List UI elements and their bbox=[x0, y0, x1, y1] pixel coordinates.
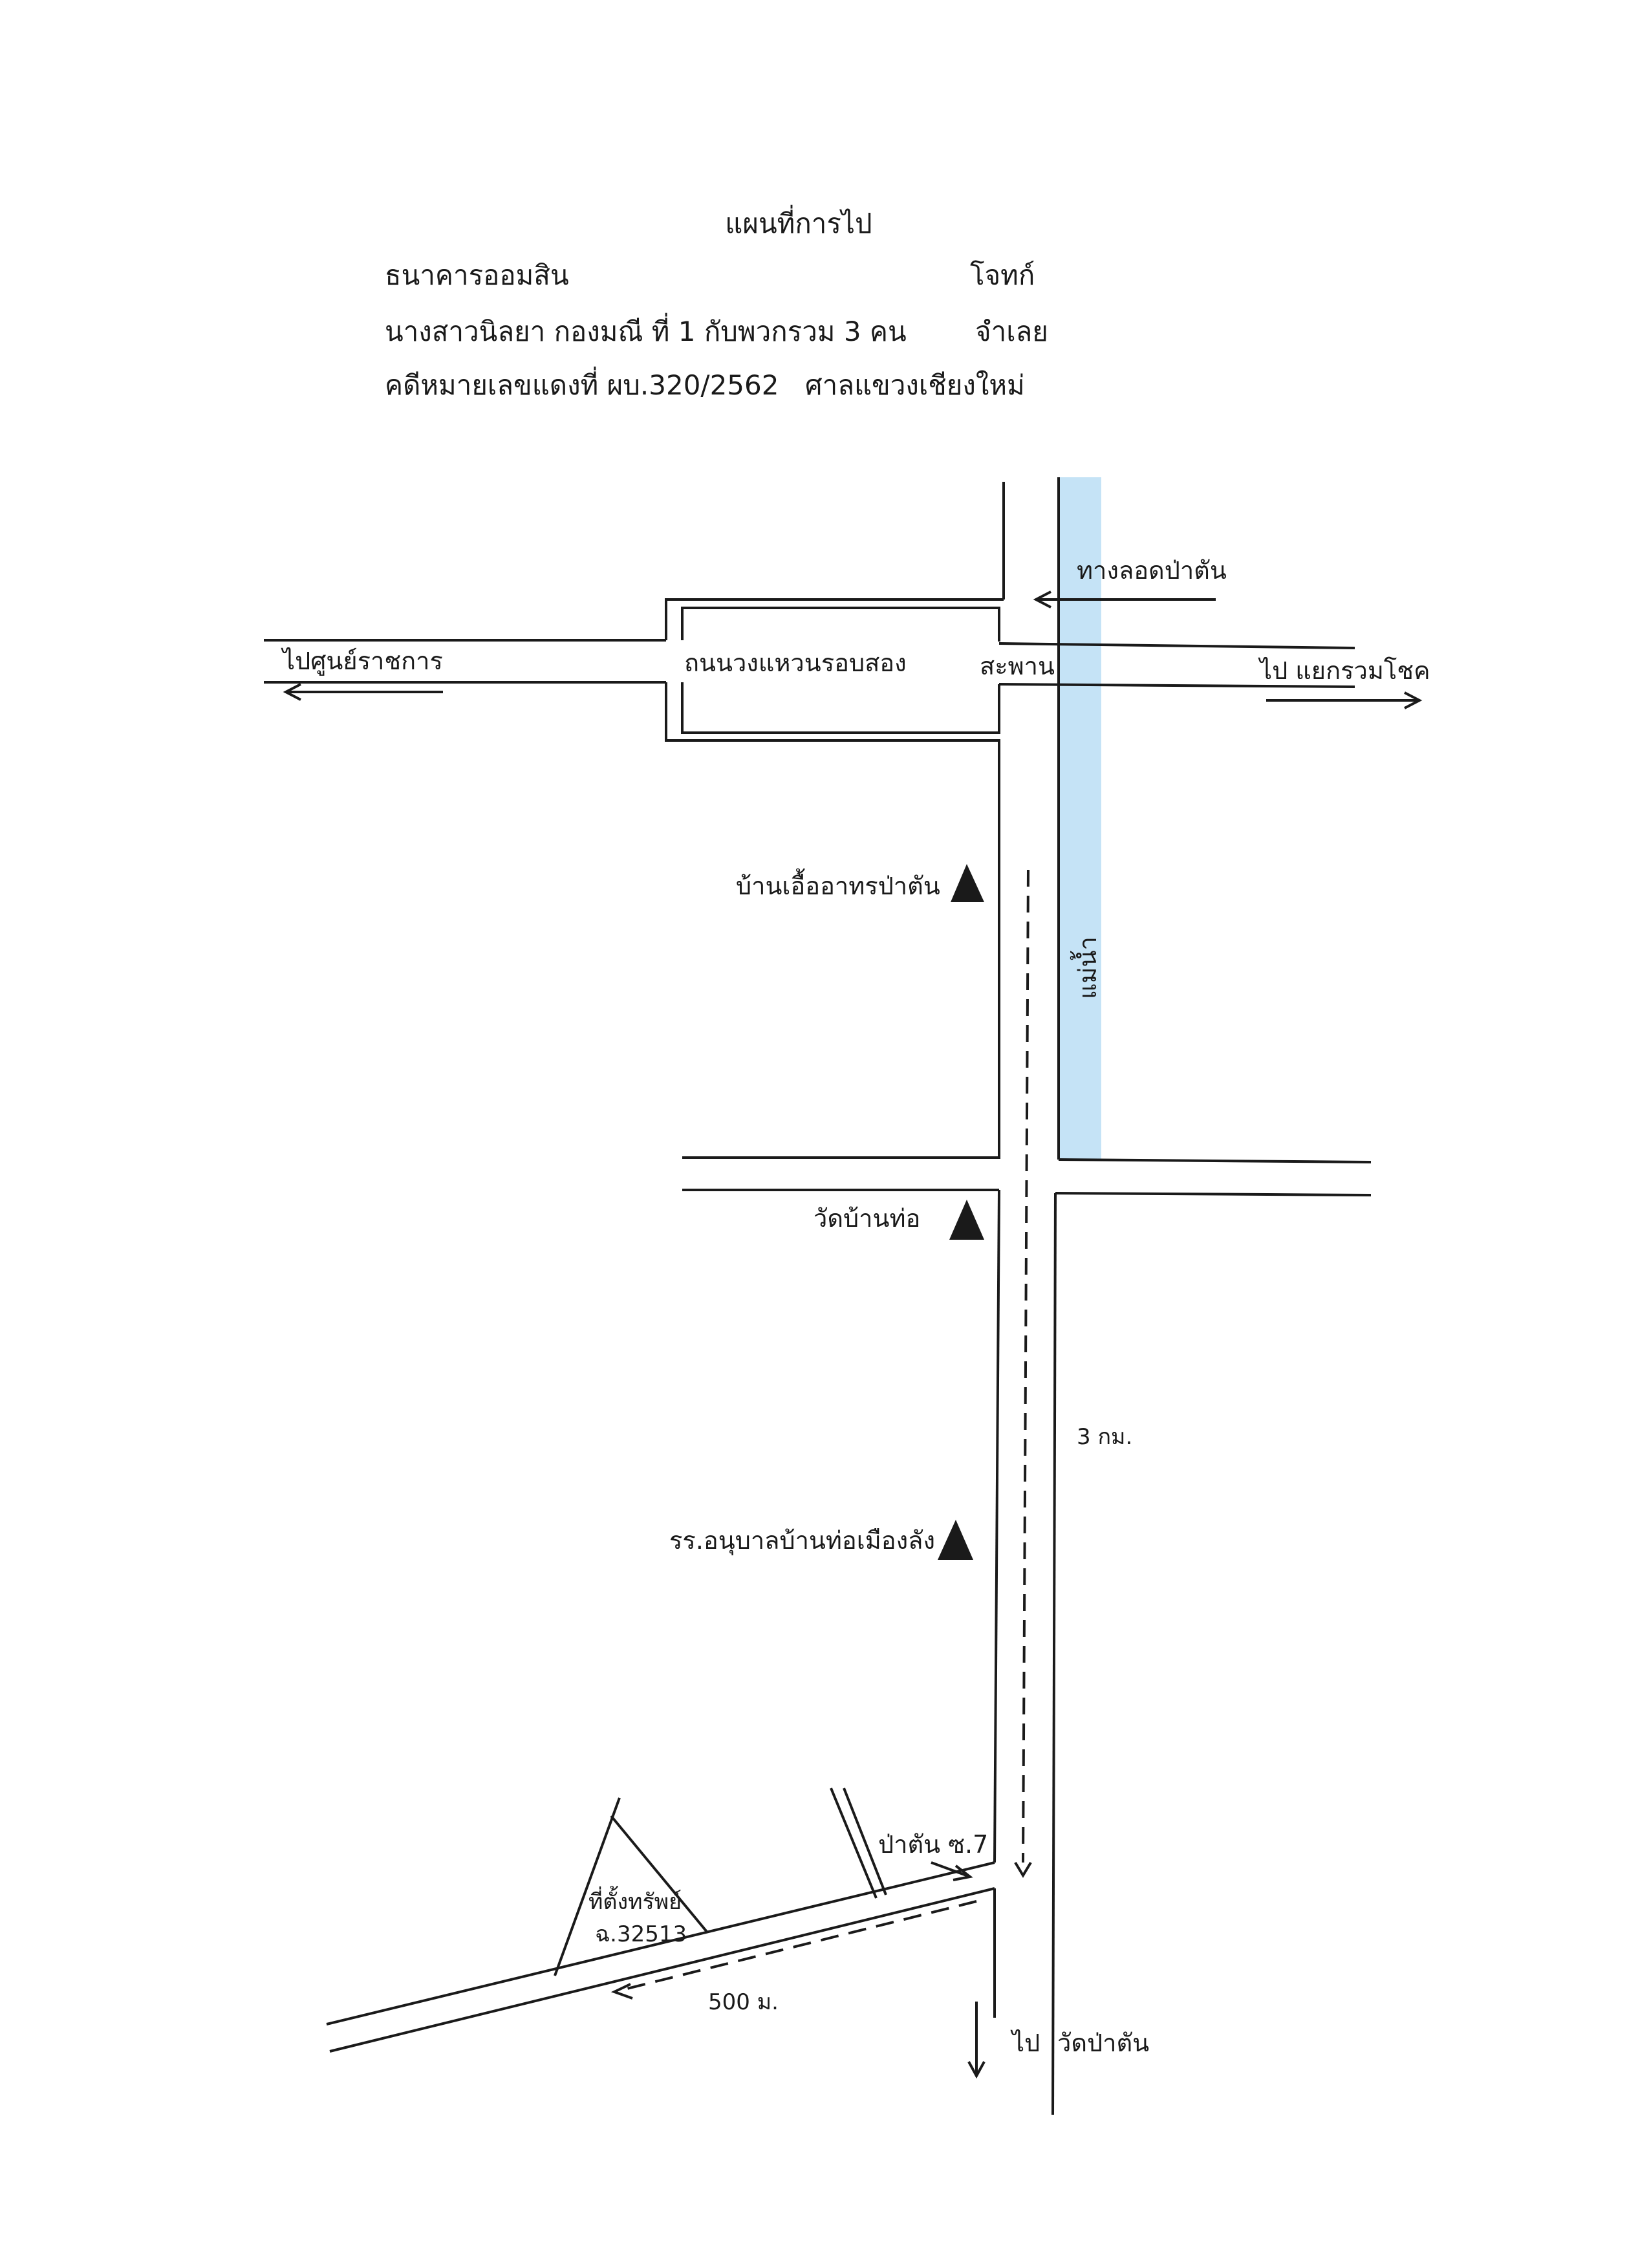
defendant-name: นางสาวนิลยา กองมณี ที่ 1 กับพวกรวม 3 คน bbox=[385, 313, 907, 347]
landmark-label: บ้านเอื้ออาทรป่าตัน bbox=[736, 868, 940, 900]
landmark-3: รร.อนุบาลบ้านท่อเมืองลัง bbox=[669, 1520, 973, 1560]
distance-soi-label: 500 ม. bbox=[708, 1989, 779, 2015]
ring-road-label: ถนนวงแหวนรอบสอง bbox=[684, 649, 907, 677]
triangle-icon bbox=[938, 1520, 973, 1560]
map-header: แผนที่การไป ธนาคารออมสิน โจทก์ นางสาวนิล… bbox=[385, 205, 1048, 401]
property-label: ที่ตั้งทรัพย์ bbox=[588, 1886, 682, 1915]
plaintiff-name: ธนาคารออมสิน bbox=[385, 259, 569, 291]
ruamchok-label: ไป แยกรวมโชค bbox=[1258, 656, 1430, 685]
bridge-label: สะพาน bbox=[980, 652, 1055, 680]
government-center-label: ไปศูนย์ราชการ bbox=[281, 647, 443, 676]
landmark-2: วัดบ้านท่อ bbox=[814, 1200, 984, 1240]
to-wat-label: ไป bbox=[1010, 2029, 1040, 2057]
triangle-icon bbox=[949, 1200, 984, 1240]
case-number: คดีหมายเลขแดงที่ ผบ.320/2562 bbox=[385, 367, 779, 401]
arrows bbox=[283, 590, 1423, 2079]
plaintiff-role: โจทก์ bbox=[970, 259, 1035, 291]
title-deed-label: ฉ.32513 bbox=[595, 1921, 687, 1947]
landmark-label: รร.อนุบาลบ้านท่อเมืองลัง bbox=[669, 1526, 935, 1555]
distance-road-label: 3 กม. bbox=[1077, 1424, 1132, 1450]
wat-patan-label: วัดป่าตัน bbox=[1057, 2029, 1149, 2057]
court-name: ศาลแขวงเชียงใหม่ bbox=[805, 369, 1025, 401]
soi-label: ป่าตัน ซ.7 bbox=[878, 1830, 988, 1859]
roads bbox=[264, 477, 1372, 2115]
triangle-icon bbox=[951, 864, 984, 902]
map-title: แผนที่การไป bbox=[725, 205, 872, 239]
river bbox=[1059, 477, 1101, 1160]
landmark-1: บ้านเอื้ออาทรป่าตัน bbox=[736, 864, 984, 902]
defendant-role: จำเลย bbox=[975, 316, 1048, 347]
underpass-label: ทางลอดป่าตัน bbox=[1077, 556, 1227, 585]
river-label: แม่น้ำ bbox=[1070, 936, 1102, 999]
landmark-label: วัดบ้านท่อ bbox=[814, 1204, 920, 1233]
route-path bbox=[614, 869, 1029, 1993]
